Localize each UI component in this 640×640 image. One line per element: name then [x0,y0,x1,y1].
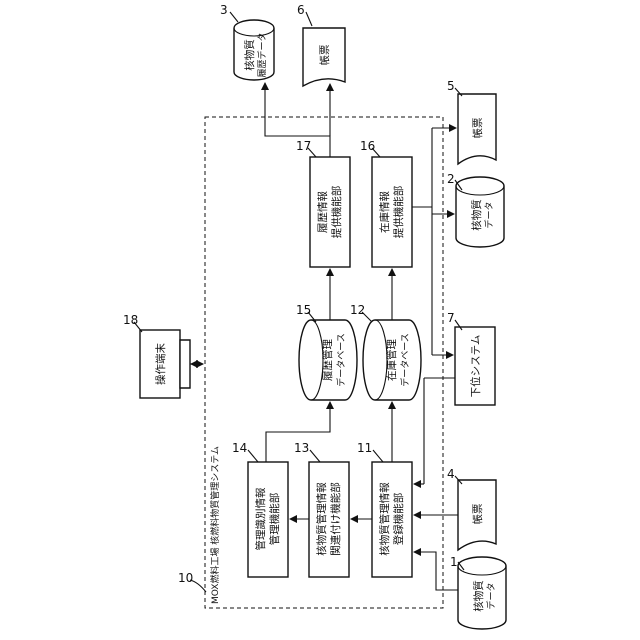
history-db-ref: 15 [296,303,311,317]
form-4: 帳票 4 [447,467,496,550]
history-provider-unit-line2: 提供機能部 [330,186,343,239]
form-5-ref: 5 [447,79,455,93]
nm-data-out-store: 核物質 データ 2 [447,172,504,247]
nm-data-in-store: 核物質 データ 1 [450,555,506,629]
association-unit-line1: 核物質管理情報 [315,482,328,556]
association-unit-ref: 13 [294,441,309,455]
form-5: 帳票 5 [447,79,496,164]
nm-history-data-store: 核物質 履歴データ 3 [220,3,274,80]
registration-unit-line2: 登録機能部 [392,493,405,546]
form-4-ref: 4 [447,467,455,481]
history-db-line2: データベース [335,333,347,387]
registration-unit-line1: 核物質管理情報 [378,482,391,556]
registration-unit: 核物質管理情報 登録機能部 11 [357,441,412,577]
inventory-provider-unit-line1: 在庫情報 [378,191,391,233]
operation-terminal-label: 操作端末 [154,343,167,385]
form-6-ref: 6 [297,3,305,17]
id-info-unit-line1: 管理識別情報 [254,487,267,550]
nm-history-data-ref: 3 [220,3,228,17]
system-title: MOX燃料工場 核燃料物質管理システム [209,446,221,604]
association-unit: 核物質管理情報 関連付け機能部 13 [294,441,349,577]
history-provider-unit-line1: 履歴情報 [316,191,329,233]
history-provider-unit: 履歴情報 提供機能部 17 [296,139,350,267]
id-info-unit-line2: 管理機能部 [268,493,281,546]
nm-data-out-line1: 核物質 [470,199,483,231]
inventory-db-ref: 12 [350,303,365,317]
nm-data-in-line1: 核物質 [472,580,485,612]
association-unit-line2: 関連付け機能部 [329,482,342,556]
history-db-line1: 履歴管理 [321,339,334,381]
lower-system-label: 下位システム [469,335,482,398]
registration-unit-ref: 11 [357,441,372,455]
system-ref: 10 [178,571,193,585]
lower-system-ref: 7 [447,311,455,325]
inventory-provider-unit: 在庫情報 提供機能部 16 [360,139,412,267]
inventory-db-line2: データベース [399,333,411,387]
id-info-unit: 管理識別情報 管理機能部 14 [232,441,288,577]
nm-data-out-ref: 2 [447,172,455,186]
operation-terminal: 操作端末 18 [123,313,190,398]
inventory-db-line1: 在庫管理 [385,339,398,381]
form-6-label: 帳票 [318,45,331,66]
nm-data-out-line2: データ [483,201,495,228]
lower-system: 下位システム 7 [447,311,495,405]
nm-data-in-ref: 1 [450,555,458,569]
inventory-db: 在庫管理 データベース 12 [350,303,421,400]
nm-data-in-line2: データ [485,582,497,609]
nm-history-data-line1: 核物質 [243,39,256,71]
form-5-label: 帳票 [471,118,484,139]
history-provider-unit-ref: 17 [296,139,311,153]
form-4-label: 帳票 [471,504,484,525]
nm-history-data-line2: 履歴データ [256,32,268,77]
form-6: 帳票 6 [297,3,345,86]
history-db: 履歴管理 データベース 15 [296,303,357,400]
inventory-provider-unit-line2: 提供機能部 [392,186,405,239]
id-info-unit-ref: 14 [232,441,247,455]
inventory-provider-unit-ref: 16 [360,139,375,153]
